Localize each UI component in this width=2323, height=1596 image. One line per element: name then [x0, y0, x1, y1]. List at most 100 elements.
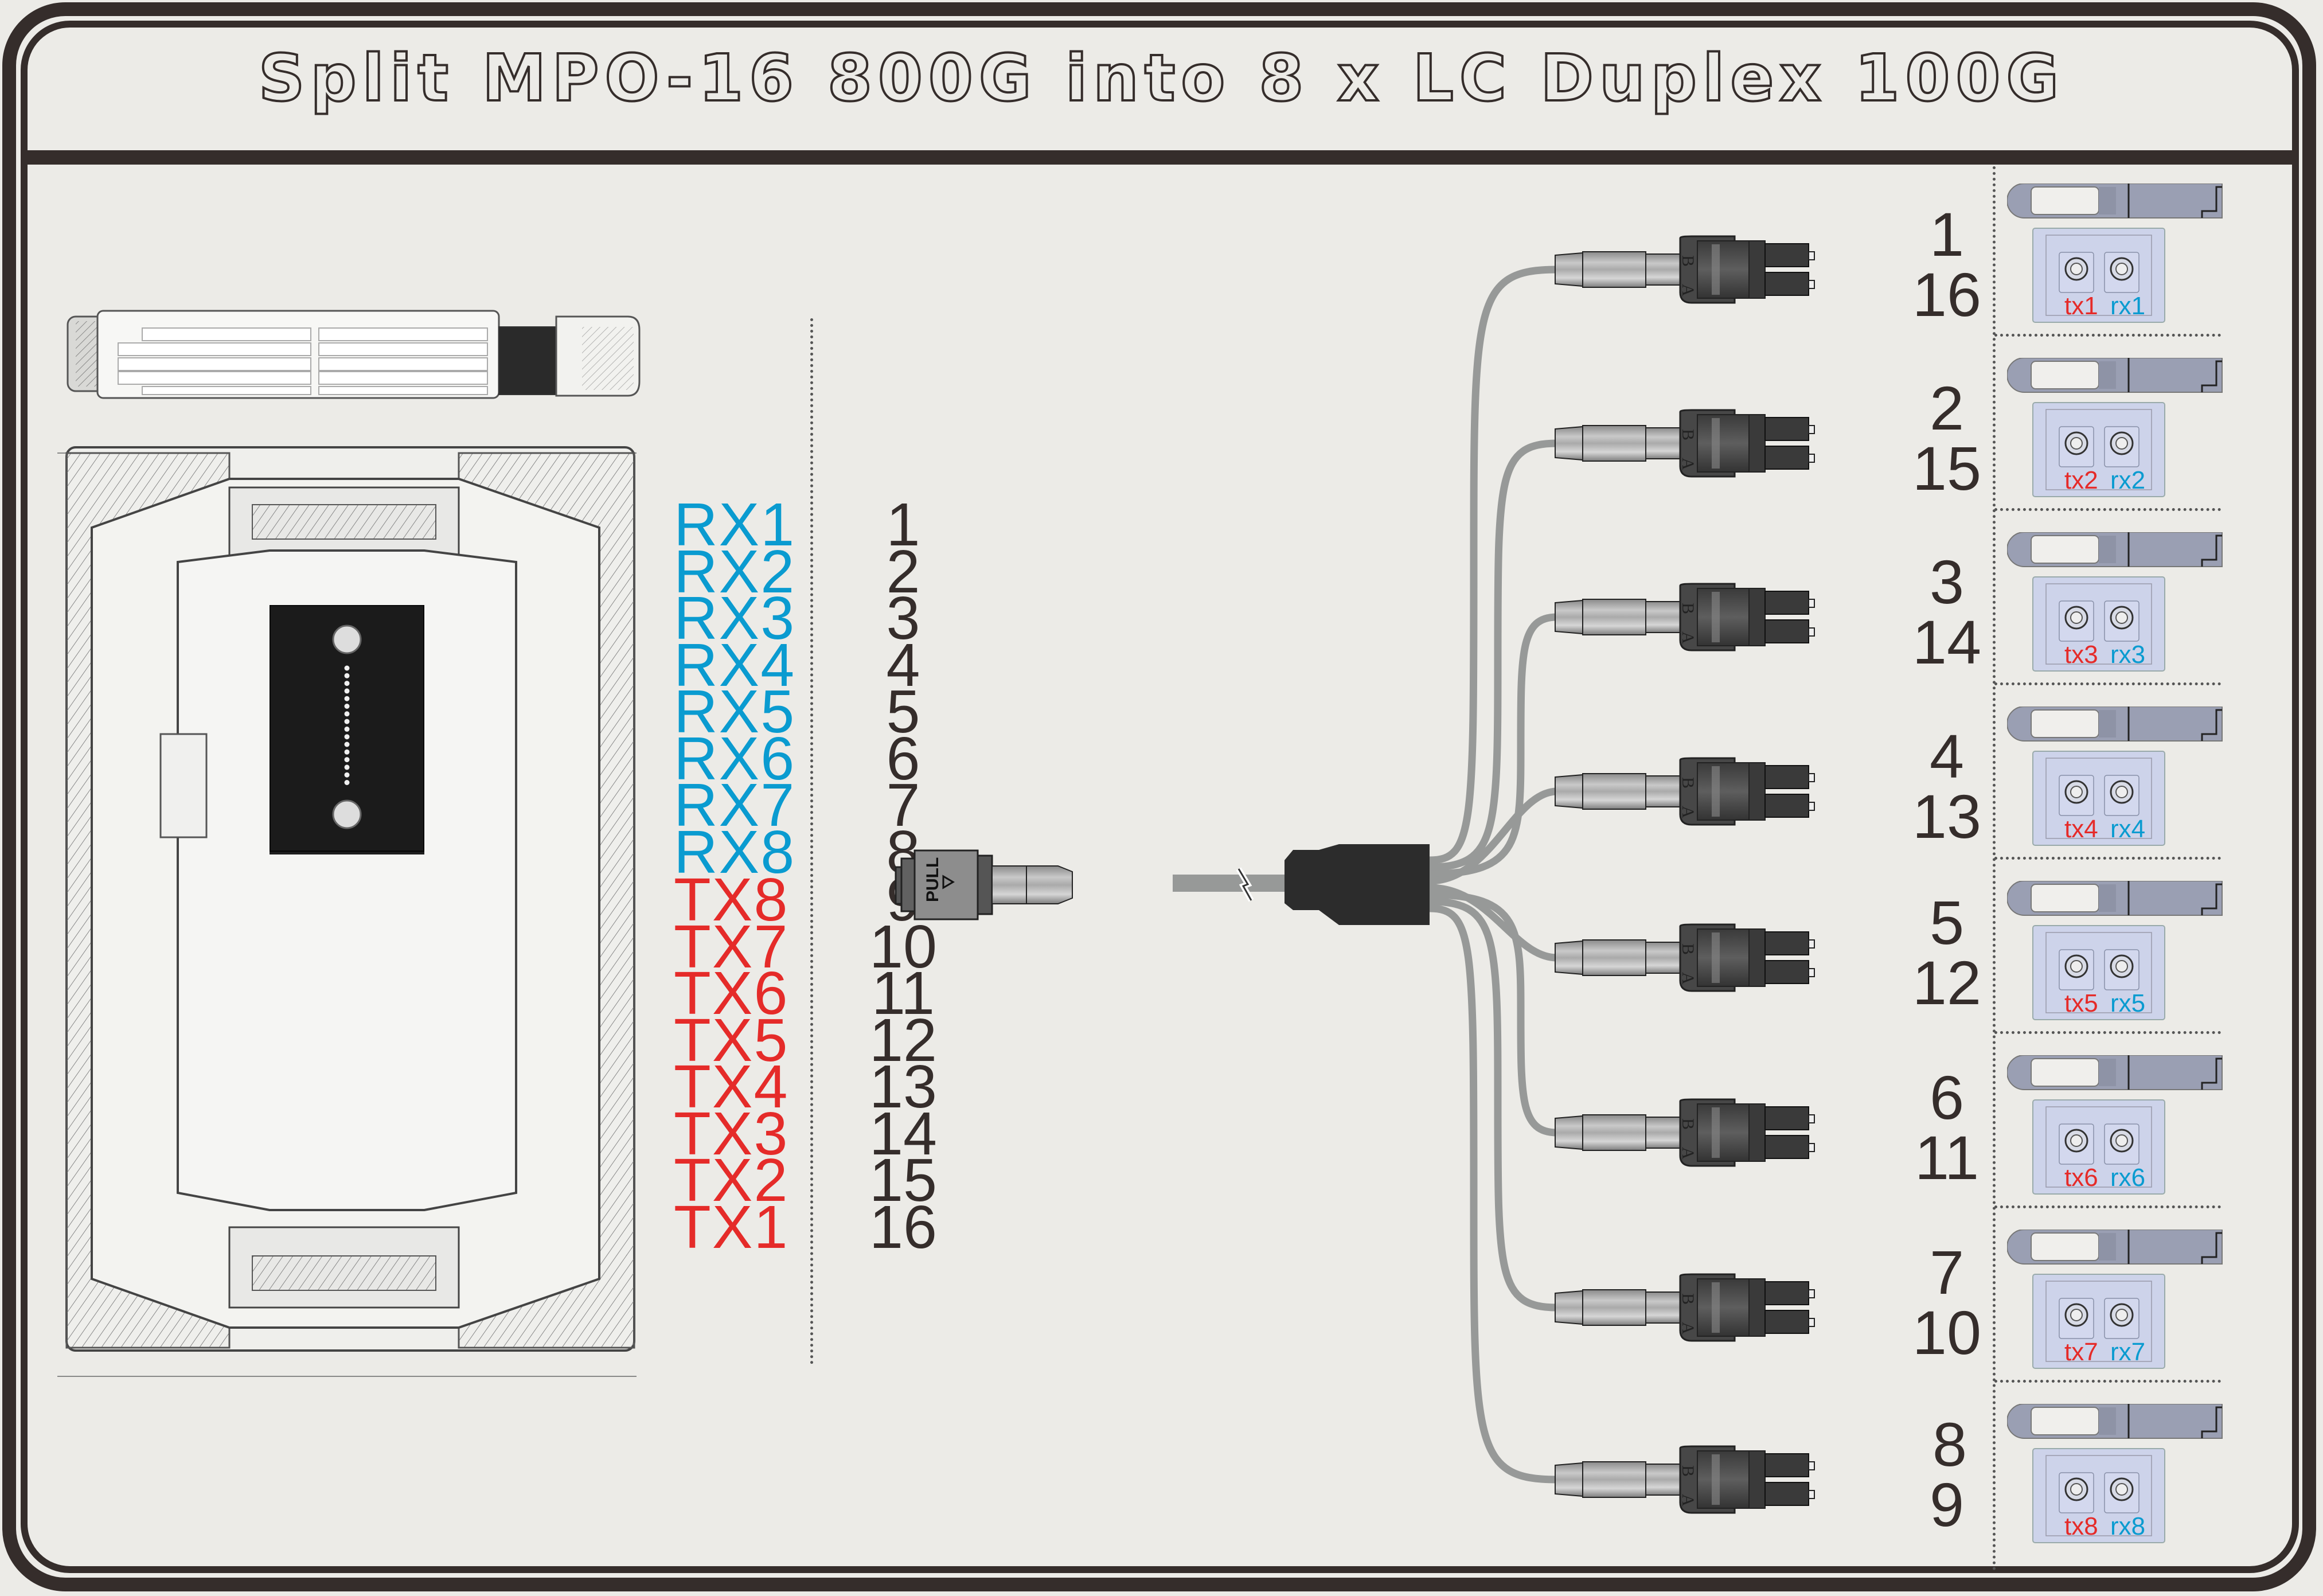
rx-channel-label: RX4: [674, 631, 796, 699]
pull-label: PULL: [923, 857, 942, 902]
transceiver-drawing: [2007, 1055, 2223, 1195]
transceiver-face: [2032, 402, 2165, 497]
latch-a-label: A: [1678, 284, 1697, 296]
mpo-ferrule-face: [270, 605, 424, 852]
rx-port-label: rx8: [2110, 1512, 2146, 1540]
latch-a-label: A: [1678, 1147, 1697, 1160]
transceiver-panel-divider: [1993, 166, 1996, 1571]
lc-duplex-connector[interactable]: B A: [1555, 1445, 1815, 1514]
latch-a-label: A: [1678, 631, 1697, 644]
fanout-fiber: [1426, 904, 1561, 1484]
transceiver-drawing: [2007, 184, 2223, 323]
lc-duplex-connector[interactable]: B A: [1555, 1098, 1815, 1167]
transceiver-drawing: [2007, 707, 2223, 846]
lc-duplex-connector[interactable]: B A: [1555, 409, 1815, 478]
transceiver-pull-tab: [2031, 361, 2099, 389]
tx-port-label: tx1: [2064, 292, 2098, 320]
lc-ferrule-bottom: [1764, 446, 1809, 470]
rx-channel-label: RX8: [674, 818, 796, 886]
latch-b-label: B: [1678, 1293, 1697, 1305]
lc-top-fiber-number: 6: [1929, 1063, 1965, 1132]
fiber-position: [344, 734, 350, 740]
lc-duplex-connector[interactable]: B A: [1555, 583, 1815, 651]
lc-top-fiber-number: 3: [1929, 547, 1965, 616]
mpo-strain-relief: [1026, 865, 1073, 904]
tx-channel-label: TX4: [674, 1053, 789, 1121]
lc-ferrule-bottom: [1764, 960, 1809, 984]
lc-ferrule-top: [1764, 1106, 1809, 1130]
trunk-cable: [1173, 875, 1287, 892]
fiber-number: 10: [869, 912, 937, 981]
transceiver-face: [2032, 1274, 2165, 1369]
tx-channel-label: TX7: [674, 912, 789, 981]
lc-duplex-connector[interactable]: B A: [1555, 757, 1815, 826]
rx-port-label: rx3: [2110, 641, 2146, 669]
fiber-number: 11: [871, 959, 935, 1027]
fiber-number: 4: [886, 631, 920, 699]
transceiver-face: [2032, 751, 2165, 846]
transceiver-face: [2032, 1099, 2165, 1195]
fanout-fiber: [1426, 613, 1561, 878]
breakout-boot: [1285, 844, 1430, 925]
latch-b-label: B: [1678, 603, 1697, 614]
lc-bottom-fiber-number: 16: [1912, 260, 1982, 329]
latch-a-label: A: [1678, 806, 1697, 818]
latch-b-label: B: [1678, 429, 1697, 440]
fiber-position: [344, 719, 350, 724]
fiber-position: [344, 673, 350, 678]
mpo-pull-sleeve[interactable]: [913, 849, 979, 920]
latch-b-label: B: [1678, 255, 1697, 267]
transceiver-separator: [1994, 508, 2221, 511]
tx-port-label: tx8: [2064, 1512, 2098, 1540]
fanout-fiber: [1426, 897, 1561, 1312]
fiber-number: 6: [886, 724, 920, 793]
fanout-fiber: [1426, 266, 1561, 864]
fiber-position: [344, 772, 350, 778]
tx-channel-label: TX3: [674, 1099, 789, 1168]
fiber-position: [344, 665, 350, 671]
lc-duplex-connector[interactable]: B A: [1555, 1273, 1815, 1342]
rx-channel-label: RX5: [674, 678, 796, 746]
latch-a-label: A: [1678, 1494, 1697, 1507]
lc-duplex-connector[interactable]: B A: [1555, 923, 1815, 992]
fiber-position: [344, 749, 350, 755]
lc-bottom-fiber-number: 14: [1912, 607, 1982, 677]
transceiver-pull-tab: [2031, 1407, 2099, 1435]
fanout-fiber: [1426, 891, 1561, 1137]
page-title: Split MPO-16 800G into 8 x LC Duplex 100…: [257, 40, 2065, 117]
rx-port-label: rx2: [2110, 466, 2146, 494]
tx-channel-label: TX5: [674, 1006, 789, 1074]
lc-ferrule-bottom: [1764, 1310, 1809, 1334]
lc-top-fiber-number: 5: [1929, 888, 1965, 957]
fiber-number: 7: [886, 771, 920, 839]
lc-ferrule-top: [1764, 591, 1809, 615]
tx-port-label: tx6: [2064, 1164, 2098, 1192]
latch-b-label: B: [1678, 1465, 1697, 1477]
lc-ferrule-top: [1764, 1453, 1809, 1477]
fiber-number: 2: [886, 537, 920, 606]
fanout-fiber: [1426, 787, 1561, 885]
latch-a-label: A: [1678, 1322, 1697, 1334]
fiber-position: [344, 711, 350, 717]
lc-bottom-fiber-number: 12: [1912, 948, 1982, 1017]
fiber-number: 5: [886, 678, 920, 746]
tx-port-label: tx7: [2064, 1338, 2098, 1366]
mpo-connector[interactable]: PULL: [895, 849, 1073, 920]
tx-port-label: tx2: [2064, 466, 2098, 494]
rx-port-label: rx7: [2110, 1338, 2146, 1366]
guide-pin-top: [332, 625, 362, 654]
lc-ferrule-bottom: [1764, 272, 1809, 296]
transceiver-separator: [1994, 1380, 2221, 1383]
lc-duplex-connector[interactable]: B A: [1555, 235, 1815, 304]
latch-b-label: B: [1678, 943, 1697, 955]
lc-top-fiber-number: 4: [1929, 721, 1965, 791]
transceiver-separator: [1994, 1031, 2221, 1034]
latch-b-label: B: [1678, 1118, 1697, 1130]
fiber-position: [344, 704, 350, 709]
fiber-position: [344, 688, 350, 694]
transceiver-separator: [1994, 1205, 2221, 1208]
fiber-number: 15: [869, 1146, 937, 1214]
tx-channel-label: TX8: [674, 866, 789, 934]
rx-channel-label: RX2: [674, 537, 796, 606]
